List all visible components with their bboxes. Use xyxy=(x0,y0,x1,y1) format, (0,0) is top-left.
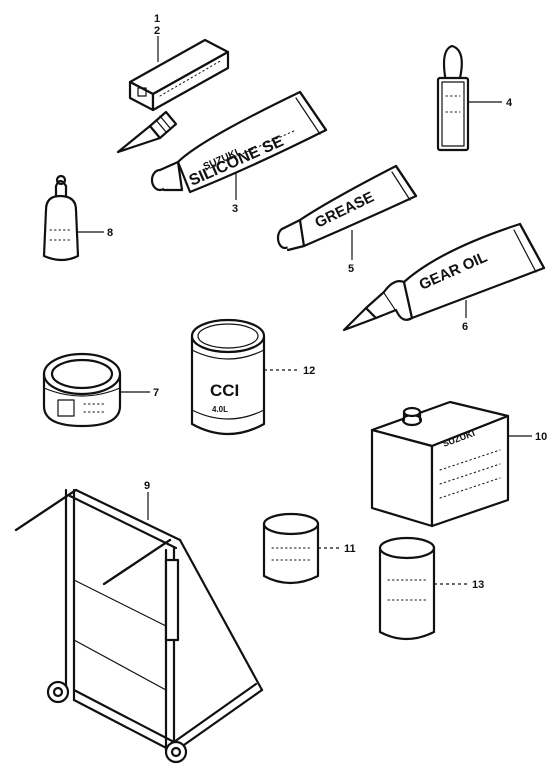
callout-8: 8 xyxy=(107,227,113,239)
callout-10: 10 xyxy=(535,431,547,443)
silicone-sealant-tube-part xyxy=(116,90,328,194)
callout-12: 12 xyxy=(303,365,315,377)
callout-5: 5 xyxy=(348,263,354,275)
tall-can-part xyxy=(378,536,436,641)
oil-bottle-part xyxy=(42,174,80,262)
leader-lines xyxy=(78,36,532,585)
callout-7: 7 xyxy=(153,387,159,399)
callout-6: 6 xyxy=(462,321,468,333)
large-can-part xyxy=(190,318,266,435)
can-size-label: 4.0L xyxy=(212,405,228,414)
rectangular-oil-tin-part xyxy=(370,400,510,528)
gear-oil-tube-part xyxy=(342,222,546,332)
sealing-block-part xyxy=(128,38,230,112)
small-can-part xyxy=(262,512,320,585)
touch-up-pouch-part xyxy=(436,44,470,152)
callout-9: 9 xyxy=(144,480,150,492)
callout-4: 4 xyxy=(506,97,513,109)
motor-stand-part xyxy=(14,488,264,764)
grease-tube-part xyxy=(276,164,418,252)
callout-3: 3 xyxy=(232,203,238,215)
callout-13: 13 xyxy=(472,579,484,591)
callout-1: 1 xyxy=(154,13,160,25)
callout-2: 2 xyxy=(154,25,160,37)
can-name-label: CCI xyxy=(210,381,239,400)
callout-11: 11 xyxy=(344,543,356,555)
flat-tin-part xyxy=(42,352,122,428)
